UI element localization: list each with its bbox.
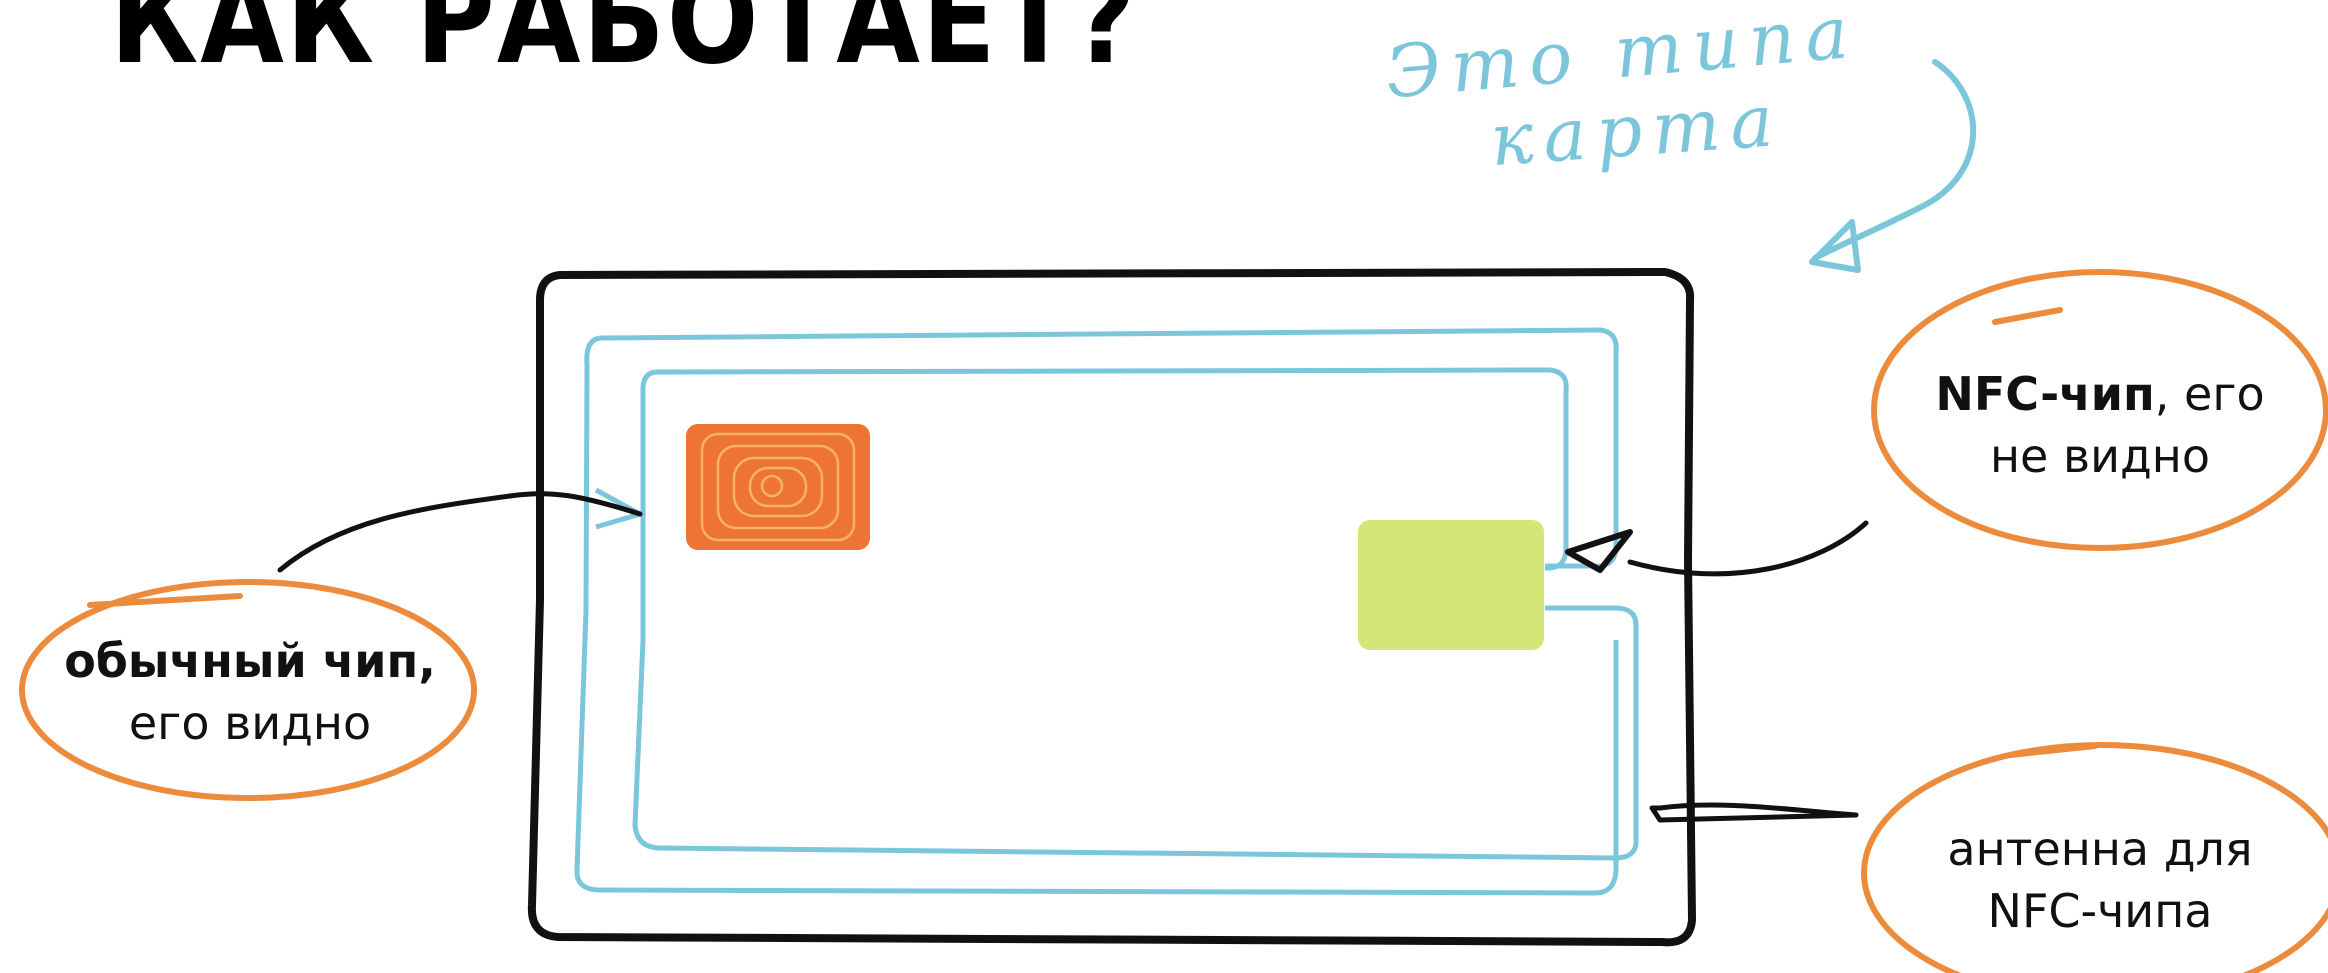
nfc-chip xyxy=(1358,520,1544,650)
regular-chip-label-bold: обычный чип, xyxy=(64,634,436,688)
regular-chip-label: обычный чип, его видно xyxy=(40,630,460,754)
nfc-chip-bubble-flick xyxy=(1995,310,2060,322)
antenna-label: антенна для NFC-чипа xyxy=(1870,818,2328,942)
note-arrow xyxy=(1815,62,1973,258)
antenna-label-line1: антенна для xyxy=(1870,818,2328,880)
regular-chip-label-normal: его видно xyxy=(40,692,460,754)
nfc-chip-label-bold: NFC-чип xyxy=(1935,367,2154,421)
regular-chip xyxy=(686,424,870,550)
nfc-chip-label-line2: не видно xyxy=(1860,425,2328,487)
nfc-chip-label-tail: , его xyxy=(2155,367,2265,421)
antenna-label-line2: NFC-чипа xyxy=(1870,880,2328,942)
antenna-pointer xyxy=(1652,805,1856,820)
nfc-chip-label: NFC-чип, его не видно xyxy=(1860,363,2328,487)
nfc-chip-pointer xyxy=(1630,523,1866,574)
